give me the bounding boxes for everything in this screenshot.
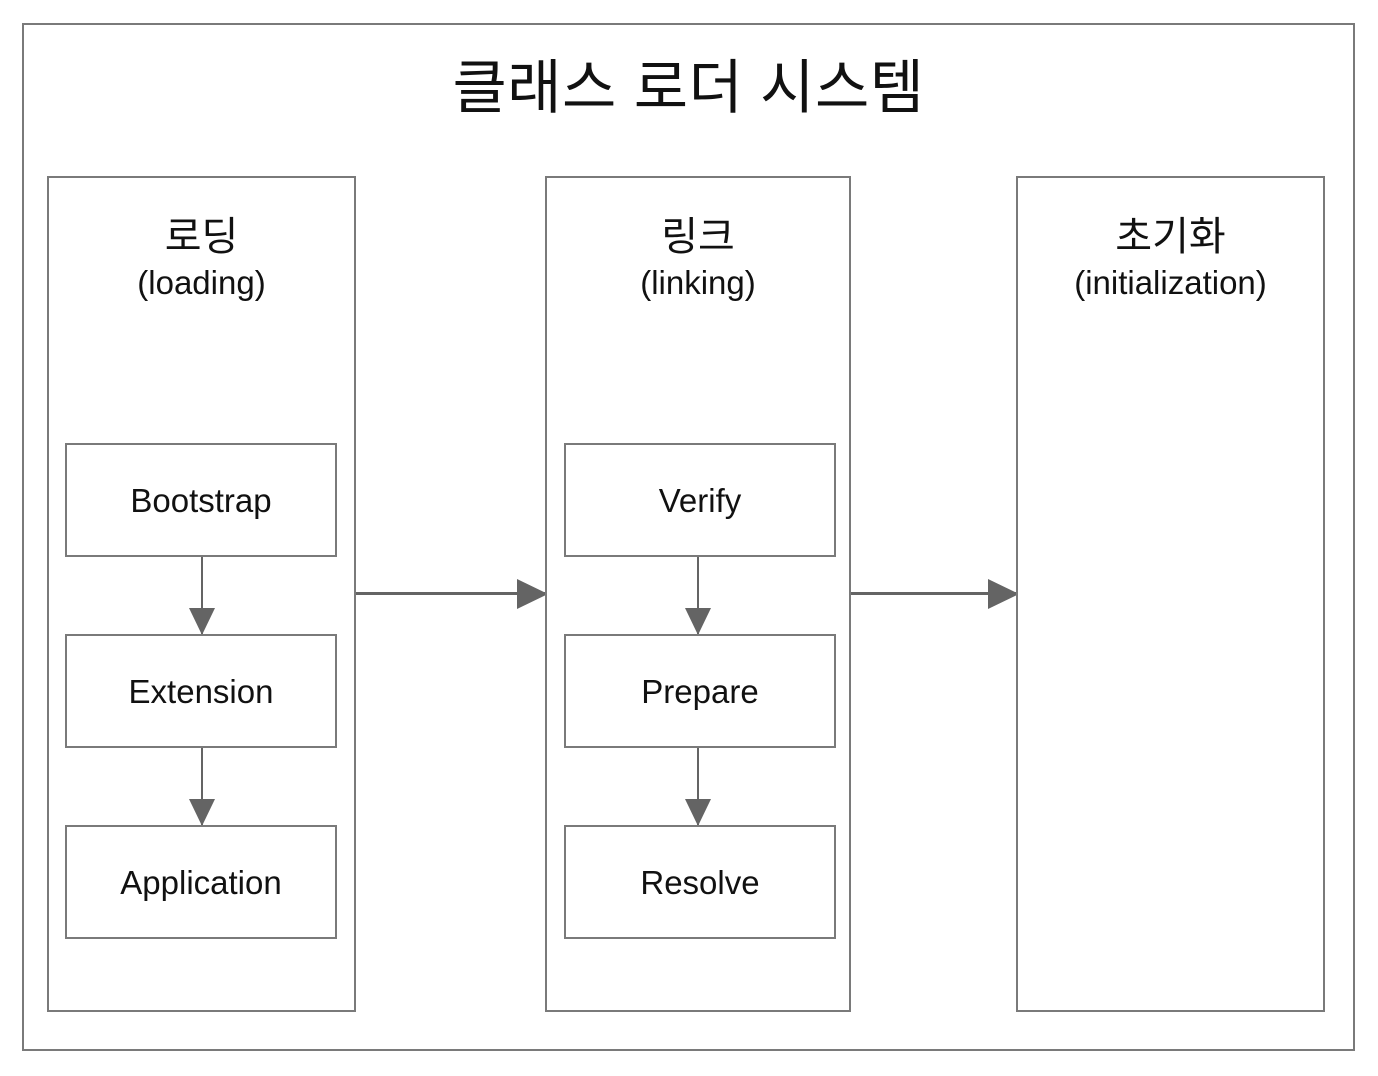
step-box-extension: Extension — [65, 634, 337, 748]
step-box-prepare: Prepare — [564, 634, 836, 748]
arrow-head-down-icon — [685, 799, 711, 826]
arrow-head-down-icon — [188, 799, 215, 826]
arrow-linking-to-initialization — [851, 579, 1019, 609]
phase-header-initialization: 초기화 (initialization) — [1018, 214, 1323, 303]
phase-header-linking: 링크 (linking) — [547, 214, 849, 303]
arrow-loading-to-linking — [356, 579, 548, 609]
arrow-head-down-icon — [685, 608, 711, 635]
arrow-prepare-to-resolve — [685, 748, 711, 826]
arrow-head-right-icon — [517, 579, 548, 609]
arrow-shaft — [697, 748, 699, 825]
step-label-verify: Verify — [658, 481, 742, 519]
step-label-prepare: Prepare — [641, 672, 759, 710]
phase-column-linking: 링크 (linking) Verify Prepare Resolve — [545, 176, 851, 1012]
phase-name-ko-linking: 링크 — [661, 215, 735, 259]
arrow-head-down-icon — [188, 608, 215, 635]
arrow-verify-to-prepare — [685, 557, 711, 635]
step-label-bootstrap: Bootstrap — [130, 481, 272, 519]
phase-column-initialization: 초기화 (initialization) — [1016, 176, 1325, 1012]
step-label-resolve: Resolve — [640, 863, 760, 901]
step-label-extension: Extension — [128, 672, 274, 710]
arrow-shaft — [200, 557, 203, 634]
step-box-bootstrap: Bootstrap — [65, 443, 337, 557]
phase-name-ko-initialization: 초기화 — [1115, 215, 1226, 259]
phase-name-en-initialization: (initialization) — [1074, 264, 1267, 301]
step-box-application: Application — [65, 825, 337, 939]
step-label-application: Application — [120, 863, 282, 901]
step-box-verify: Verify — [564, 443, 836, 557]
arrow-head-right-icon — [988, 579, 1019, 609]
arrow-bootstrap-to-extension — [188, 557, 215, 635]
phase-header-loading: 로딩 (loading) — [49, 214, 354, 303]
phase-column-loading: 로딩 (loading) Bootstrap Extension Applica… — [47, 176, 356, 1012]
phase-name-ko-loading: 로딩 — [164, 215, 239, 259]
arrow-shaft — [697, 557, 699, 634]
phase-name-en-linking: (linking) — [640, 264, 756, 301]
diagram-title: 클래스 로더 시스템 — [452, 55, 925, 121]
arrow-extension-to-application — [188, 748, 215, 826]
step-box-resolve: Resolve — [564, 825, 836, 939]
arrow-shaft — [200, 748, 203, 825]
phase-name-en-loading: (loading) — [137, 264, 266, 301]
